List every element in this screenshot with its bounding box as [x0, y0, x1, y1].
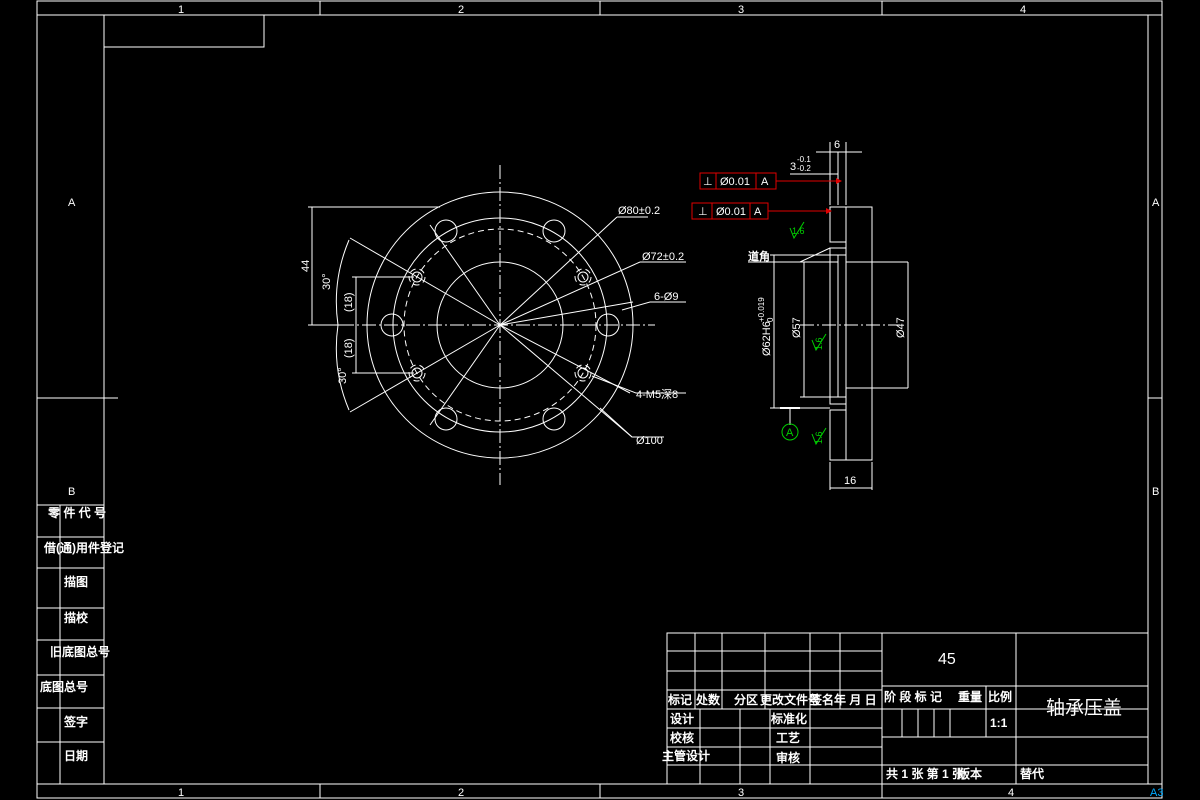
hdr-change-doc: 更改文件号	[760, 692, 820, 707]
hdr-zone: 分区	[734, 692, 758, 707]
gdt1-symbol: ⊥	[703, 176, 713, 188]
zone-left-a: A	[68, 197, 76, 209]
gdt2-datum: A	[754, 206, 762, 218]
side-borrowed-register: 借(通)用件登记	[43, 540, 124, 555]
roughness-symbols: 1.6 1.6 1.6	[789, 221, 827, 446]
part-name: 轴承压盖	[1046, 697, 1122, 719]
dim-4-m5: 4-M5深8	[636, 388, 678, 401]
weight-header: 重量	[958, 689, 982, 704]
side-date: 日期	[64, 748, 88, 763]
outer-circle-d100	[366, 191, 634, 459]
inner-circle	[436, 261, 564, 389]
front-view: Ø80±0.2 Ø72±0.2 6-Ø9 4-M5深8 Ø100 44 30° …	[300, 165, 686, 485]
stage-mark-header: 阶 段 标 记	[884, 689, 942, 704]
dim-d62h6: Ø62H6	[761, 321, 773, 356]
version-label: 版本	[958, 766, 982, 781]
side-trace-check: 描校	[64, 610, 89, 625]
scale-header: 比例	[988, 689, 1012, 704]
dim-44: 44	[300, 260, 312, 272]
gdt2-value: Ø0.01	[716, 206, 746, 218]
dim-6-d9: 6-Ø9	[654, 291, 678, 303]
dim-d47: Ø47	[895, 317, 907, 338]
gdt-frame-2: ⊥ Ø0.01 A	[691, 202, 832, 220]
side-tracing: 描图	[64, 574, 88, 589]
gdt-frame-1: ⊥ Ø0.01 A	[699, 172, 842, 190]
replace-label: 替代	[1020, 766, 1044, 781]
dim-d57: Ø57	[791, 317, 803, 338]
sheet-count: 共 1 张 第 1 张	[886, 766, 965, 781]
roughness-2: 1.6	[814, 337, 824, 350]
dim-d80: Ø80±0.2	[618, 205, 660, 217]
zone-top-1: 1	[178, 4, 184, 16]
note-chamfer: 道角	[748, 249, 770, 263]
zone-top-4: 4	[1020, 4, 1026, 16]
gdt1-value: Ø0.01	[720, 176, 750, 188]
zone-bottom-3: 3	[738, 787, 744, 799]
sheet-size-tag: A3	[1150, 787, 1163, 799]
row-review: 审核	[776, 750, 800, 765]
zone-right-b: B	[1152, 486, 1159, 498]
hdr-date: 年 月 日	[834, 692, 877, 707]
zone-bottom-1: 1	[178, 787, 184, 799]
dim-d62h6-upper: +0.019	[757, 297, 766, 322]
row-process: 工艺	[776, 730, 800, 745]
dim-30deg-top: 30°	[321, 273, 333, 290]
side-signature: 签字	[63, 714, 88, 729]
sheet-frame	[36, 0, 1163, 799]
side-column: 零 件 代 号 借(通)用件登记 描图 描校 旧底图总号 底图总号 签字 日期	[37, 504, 124, 784]
side-master-no: 底图总号	[40, 679, 88, 694]
roughness-1: 1.6	[792, 226, 805, 236]
row-design: 设计	[670, 711, 694, 726]
zone-left-b: B	[68, 486, 75, 498]
circle-d80	[392, 217, 608, 433]
dim-16: 16	[844, 475, 856, 487]
row-check: 校核	[670, 730, 694, 745]
material: 45	[938, 651, 956, 668]
hdr-sign: 签名	[809, 692, 834, 707]
gdt1-datum: A	[761, 176, 769, 188]
front-leaders	[591, 216, 686, 438]
row-standardization: 标准化	[770, 711, 807, 726]
hdr-count: 处数	[695, 692, 721, 707]
zone-labels: 1 2 3 4 1 2 3 4 A B A B	[68, 4, 1160, 799]
dim-6: 6	[834, 139, 840, 151]
row-chief-design: 主管设计	[662, 748, 710, 763]
hdr-mark: 标记	[667, 692, 692, 707]
front-left-dims	[308, 206, 440, 411]
scale-value: 1:1	[990, 716, 1008, 730]
datum-a-label: A	[786, 427, 794, 439]
side-part-code: 零 件 代 号	[47, 505, 106, 520]
dim-3-upper: -0.1	[797, 155, 811, 164]
dim-18-bottom: (18)	[343, 338, 355, 358]
zone-bottom-4: 4	[1008, 787, 1014, 799]
gdt2-symbol: ⊥	[698, 206, 708, 218]
title-block: 45 轴承压盖 标记 处数 分区 更改文件号 签名 年 月 日 设计 校核 主管…	[662, 632, 1149, 785]
zone-bottom-2: 2	[458, 787, 464, 799]
roughness-3: 1.6	[814, 431, 824, 444]
section-view: A ⊥ Ø0.01 A ⊥ Ø0.01 A 1.6	[691, 139, 909, 490]
dim-d100: Ø100	[636, 435, 663, 447]
holes-6-d9	[380, 219, 620, 431]
dim-d72: Ø72±0.2	[642, 251, 684, 263]
dim-3-lower: -0.2	[797, 164, 811, 173]
dim-18-top: (18)	[343, 292, 355, 312]
dim-d62h6-lower: 0	[766, 317, 775, 322]
dim-30deg-bottom: 30°	[337, 367, 349, 384]
side-old-master-no: 旧底图总号	[50, 644, 110, 659]
zone-right-a: A	[1152, 197, 1160, 209]
zone-top-2: 2	[458, 4, 464, 16]
dim-3: 3	[790, 161, 796, 173]
radial-lines	[349, 216, 641, 438]
pitch-circle-d72	[403, 228, 597, 422]
zone-top-3: 3	[738, 4, 744, 16]
